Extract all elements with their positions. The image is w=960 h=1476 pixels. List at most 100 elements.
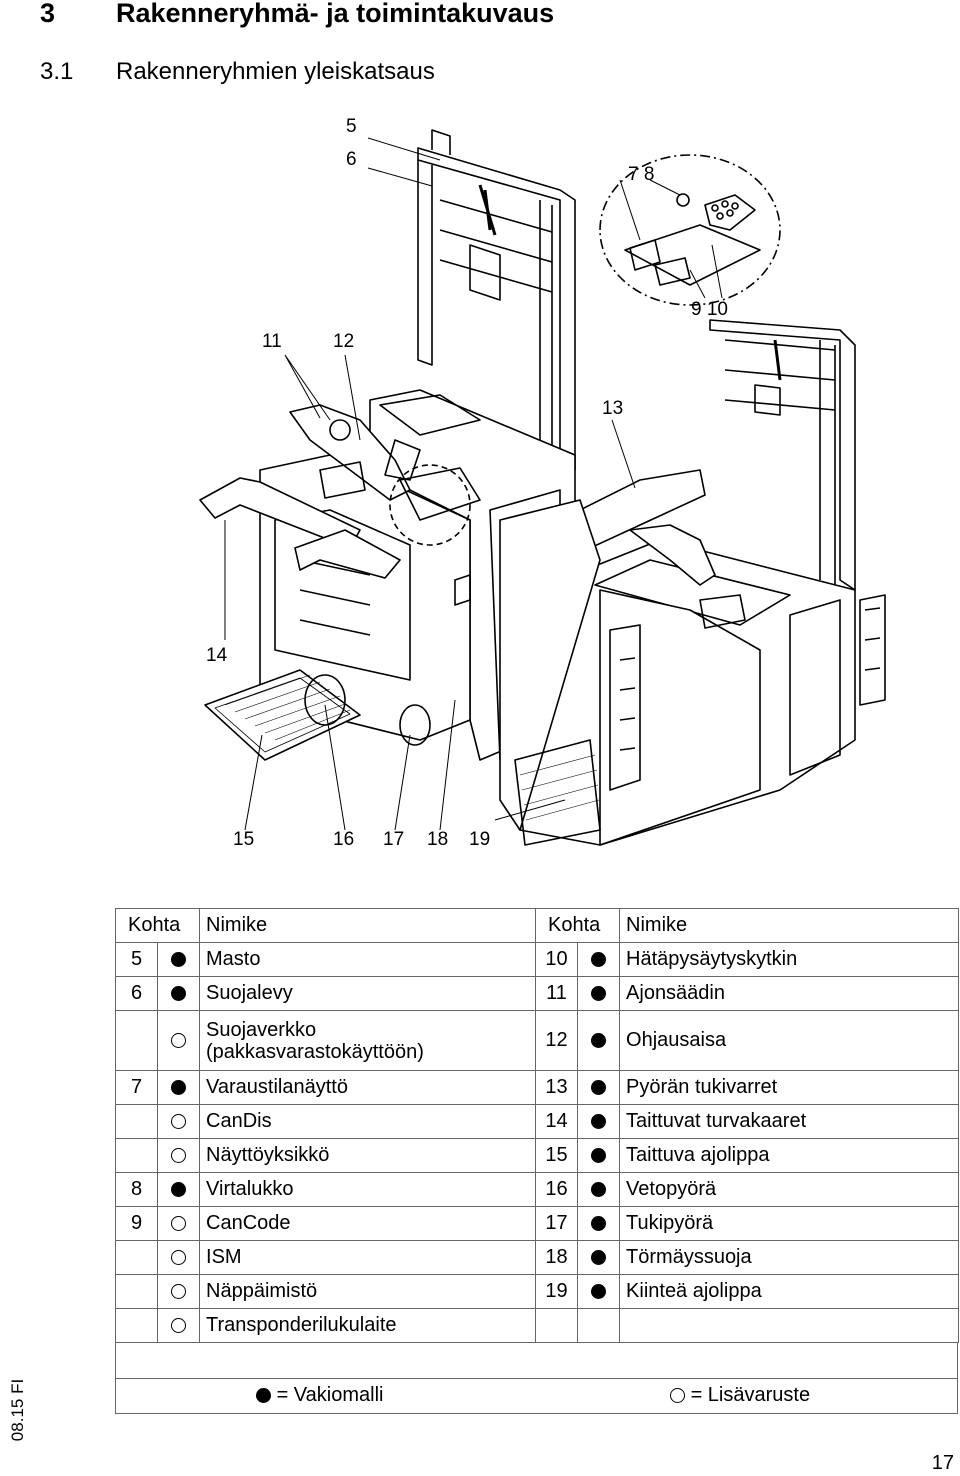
callout-12: 12 <box>333 331 355 352</box>
callout-14: 14 <box>206 645 228 666</box>
item-marker-right <box>577 1308 621 1343</box>
item-number-left <box>115 1138 158 1173</box>
item-number-left: 8 <box>115 1172 158 1207</box>
standard-marker-icon <box>171 952 186 968</box>
optional-marker-icon <box>171 1114 186 1130</box>
optional-marker-icon <box>171 1250 186 1266</box>
standard-marker-icon <box>591 1080 607 1096</box>
callout-7-8: 7 8 <box>628 164 655 185</box>
item-marker-right <box>577 942 621 977</box>
item-marker-left <box>156 1138 201 1173</box>
item-marker-right <box>577 1172 621 1207</box>
callout-5: 5 <box>346 116 357 137</box>
header-kohta-right: Kohta <box>535 908 621 943</box>
item-number-right: 19 <box>535 1274 579 1309</box>
optional-marker-icon <box>171 1033 186 1049</box>
item-number-right: 13 <box>535 1070 579 1105</box>
item-name-left: Varaustilanäyttö <box>199 1070 537 1105</box>
callout-15: 15 <box>233 829 255 850</box>
callout-16: 16 <box>333 829 355 850</box>
item-number-left <box>115 1010 158 1071</box>
item-name-right: Taittuva ajolippa <box>619 1138 960 1173</box>
item-marker-left <box>156 942 201 977</box>
standard-marker-icon <box>591 1284 607 1300</box>
item-number-right: 12 <box>535 1010 579 1071</box>
item-marker-left <box>156 976 201 1011</box>
item-number-right: 14 <box>535 1104 579 1139</box>
optional-marker-icon <box>171 1216 186 1232</box>
item-marker-right <box>577 1206 621 1241</box>
item-name-left: Suojalevy <box>199 976 537 1011</box>
section-title: Rakenneryhmien yleiskatsaus <box>116 58 435 85</box>
standard-marker-icon <box>591 1033 607 1049</box>
item-number-right: 15 <box>535 1138 579 1173</box>
item-name-left: Masto <box>199 942 537 977</box>
chapter-title: Rakenneryhmä- ja toimintakuvaus <box>116 0 555 28</box>
standard-marker-icon <box>591 1216 607 1232</box>
item-name-right: Ajonsäädin <box>619 976 960 1011</box>
item-number-left <box>115 1104 158 1139</box>
item-number-right: 10 <box>535 942 579 977</box>
item-marker-right <box>577 1070 621 1105</box>
item-name-right: Pyörän tukivarret <box>619 1070 960 1105</box>
header-nimike-left: Nimike <box>199 908 537 943</box>
item-marker-left <box>156 1240 201 1275</box>
legend-standard-text: = Vakiomalli <box>276 1384 384 1407</box>
item-number-right <box>535 1308 579 1343</box>
standard-marker-icon <box>591 1148 607 1164</box>
callout-13: 13 <box>602 398 624 419</box>
chapter-number: 3 <box>40 0 56 28</box>
standard-marker-icon <box>591 1182 607 1198</box>
standard-marker-icon <box>591 986 607 1002</box>
item-marker-right <box>577 1274 621 1309</box>
legend-standard: = Vakiomalli <box>256 1384 383 1407</box>
item-marker-left <box>156 1010 201 1071</box>
item-number-right: 11 <box>535 976 579 1011</box>
legend-optional: = Lisävaruste <box>670 1384 810 1407</box>
item-marker-left <box>156 1308 201 1343</box>
standard-marker-icon <box>256 1388 271 1404</box>
section-number: 3.1 <box>40 58 74 85</box>
item-name-left: CanCode <box>199 1206 537 1241</box>
optional-marker-icon <box>670 1388 685 1404</box>
header-kohta-left: Kohta <box>114 908 201 943</box>
table-row: Suojaverkko (pakkasvarastokäyttöön)12 Ohj… <box>115 1010 960 1071</box>
optional-marker-icon <box>171 1284 186 1300</box>
item-number-left: 5 <box>115 942 158 977</box>
optional-marker-icon <box>171 1148 186 1164</box>
table-row: Transponderilukulaite <box>115 1308 960 1343</box>
item-number-left <box>115 1274 158 1309</box>
item-number-right: 18 <box>535 1240 579 1275</box>
callout-17: 17 <box>383 829 405 850</box>
item-name-right: Hätäpysäytyskytkin <box>619 942 960 977</box>
table-header-row: Kohta Nimike Kohta Nimike <box>114 908 960 943</box>
item-name-right: Kiinteä ajolippa <box>619 1274 960 1309</box>
legend: = Vakiomalli = Lisävaruste <box>115 1378 958 1414</box>
document-code: 08.15 FI <box>8 1378 27 1442</box>
callout-19: 19 <box>469 829 491 850</box>
item-name-right: Ohjausaisa <box>619 1010 960 1071</box>
item-marker-left <box>156 1274 201 1309</box>
item-marker-right <box>577 1104 621 1139</box>
item-name-left: CanDis <box>199 1104 537 1139</box>
item-name-left: Suojaverkko (pakkasvarastokäyttöön) <box>199 1010 537 1071</box>
header-nimike-right: Nimike <box>619 908 960 943</box>
item-name-left: Näppäimistö <box>199 1274 537 1309</box>
item-name-right: Tukipyörä <box>619 1206 960 1241</box>
item-number-right: 16 <box>535 1172 579 1207</box>
optional-marker-icon <box>171 1318 186 1334</box>
item-name-right: Vetopyörä <box>619 1172 960 1207</box>
item-marker-left <box>156 1206 201 1241</box>
standard-marker-icon <box>591 1114 607 1130</box>
item-marker-left <box>156 1172 201 1207</box>
item-name-right: Törmäyssuoja <box>619 1240 960 1275</box>
